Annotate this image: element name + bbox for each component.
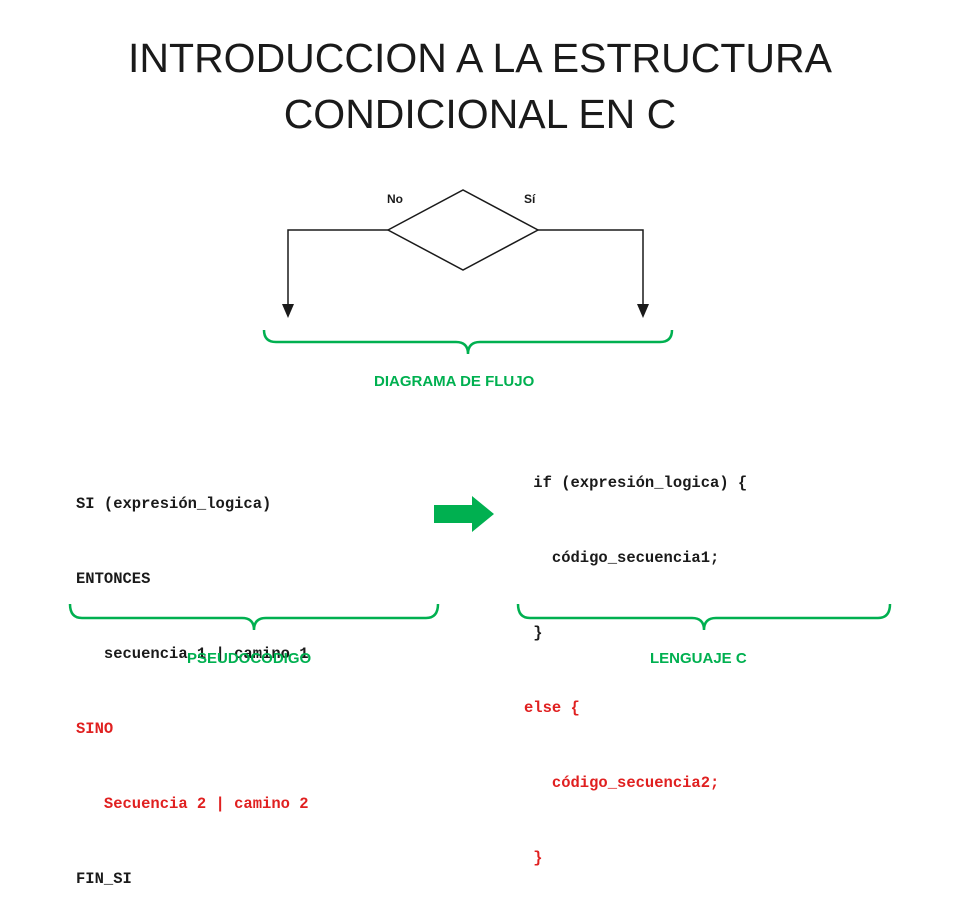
yes-branch-line [538, 229, 644, 305]
decision-diamond [386, 189, 540, 271]
c-code-line: else { [524, 699, 580, 717]
pseudocode-line: Secuencia 2 | camino 2 [76, 795, 309, 813]
no-branch-arrowhead [282, 304, 294, 318]
c-code-caption: LENGUAJE C [650, 650, 747, 667]
pseudocode-line: FIN_SI [76, 870, 132, 888]
flowchart-graphic [282, 189, 649, 318]
pseudocode-block: SI (expresión_logica) ENTONCES secuencia… [76, 442, 309, 917]
slide-title: INTRODUCCION A LA ESTRUCTURA CONDICIONAL… [0, 30, 960, 142]
pseudocode-line: SI (expresión_logica) [76, 495, 272, 513]
flowchart: No Sí [270, 180, 690, 335]
pseudocode-caption: PSEUDOCODIGO [187, 650, 312, 667]
pseudocode-line: secuencia 1 | camino 1 [76, 645, 309, 663]
title-line-1: INTRODUCCION A LA ESTRUCTURA [128, 35, 832, 81]
title-line-2: CONDICIONAL EN C [283, 91, 677, 137]
flowchart-caption: DIAGRAMA DE FLUJO [374, 373, 535, 390]
right-arrow-icon [434, 496, 494, 532]
pseudocode-brace [68, 603, 440, 631]
c-code-line: código_secuencia1; [524, 549, 720, 567]
pseudocode-line: ENTONCES [76, 570, 151, 588]
c-code-line: código_secuencia2; [524, 774, 720, 792]
c-code-line: if (expresión_logica) { [524, 474, 748, 492]
flowchart-brace [262, 329, 674, 355]
no-label: No [387, 192, 403, 206]
c-code-line: } [524, 624, 543, 642]
pseudocode-line: SINO [76, 720, 114, 738]
yes-branch-arrowhead [637, 304, 649, 318]
no-branch-line [287, 229, 388, 305]
c-code-brace [516, 603, 892, 631]
c-code-line: } [524, 849, 543, 867]
yes-label: Sí [524, 192, 536, 206]
